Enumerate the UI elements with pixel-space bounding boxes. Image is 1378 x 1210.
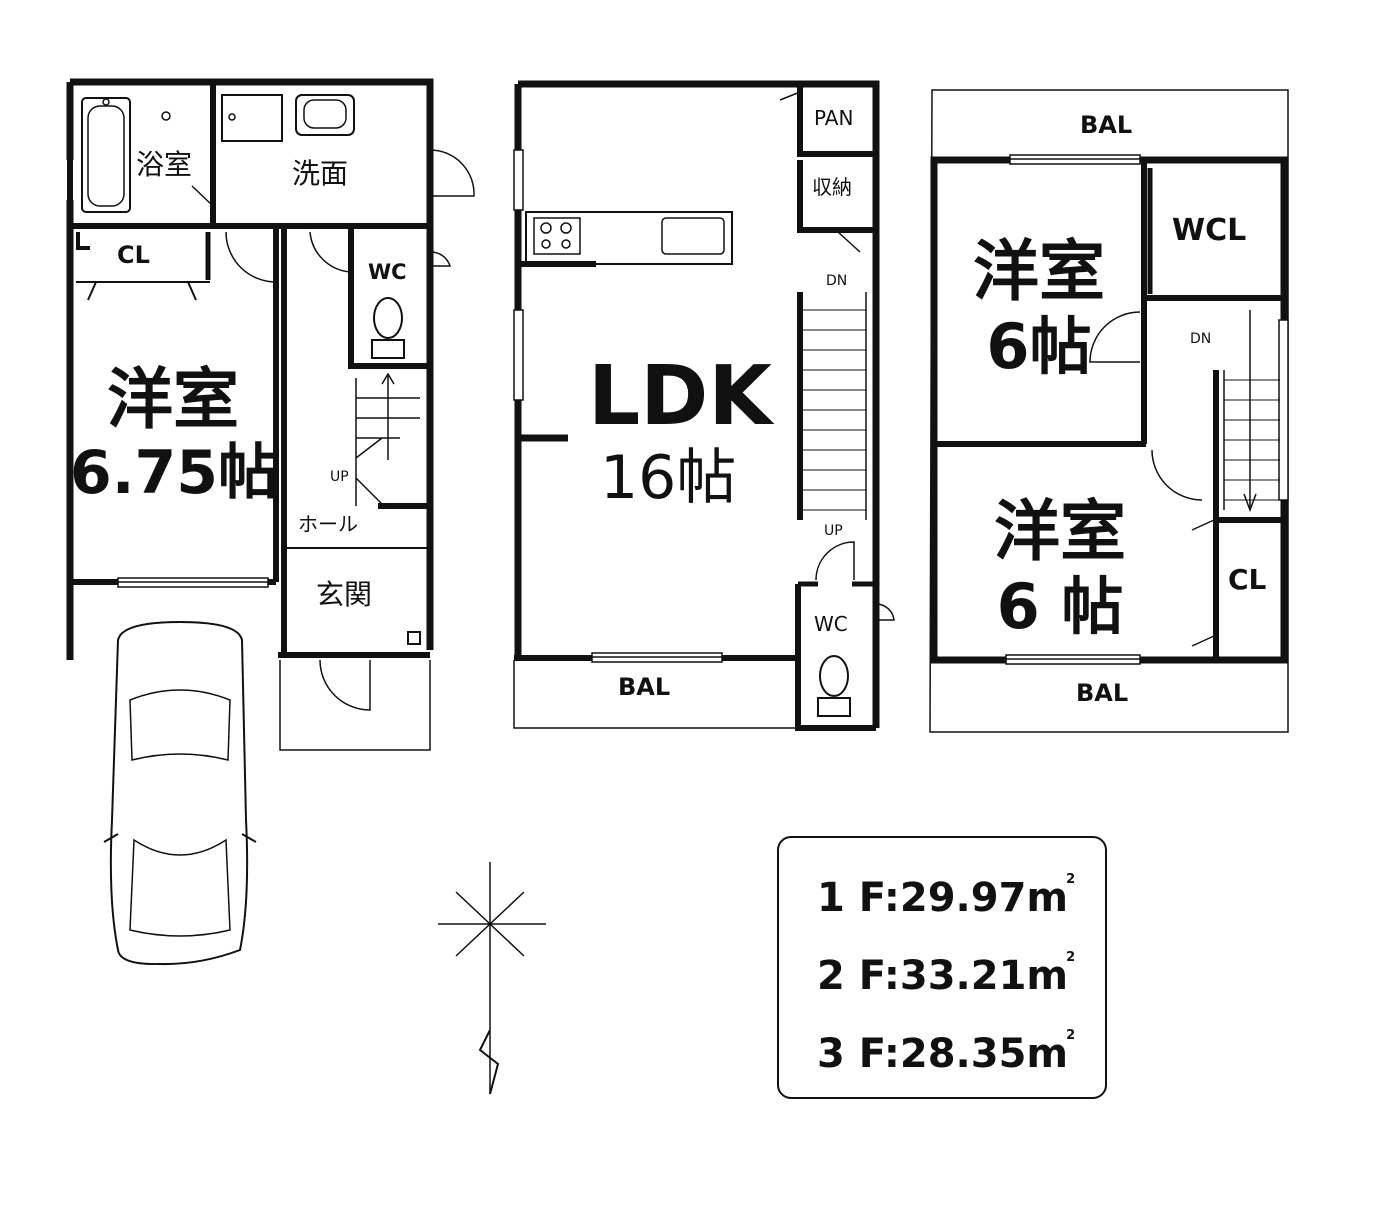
washroom-label: 洗面 — [292, 157, 349, 190]
room-b-size-f3: 6 帖 — [996, 569, 1124, 643]
room-label-f1: 洋室 6.75帖 — [70, 361, 279, 508]
hall-label: ホール — [298, 512, 358, 536]
balcony-bottom-label-f3: BAL — [1076, 679, 1129, 707]
area-unit-sup: 2 — [1066, 1028, 1076, 1043]
room-a-size-f3: 6帖 — [986, 309, 1092, 383]
entrance-label: 玄関 — [316, 578, 373, 611]
closet-label-f1: CL — [117, 241, 150, 269]
room-a-label-f3: 洋室 6帖 — [934, 233, 1144, 383]
area-row-f3: 3 F:28.35m2 — [817, 1028, 1075, 1077]
balcony-top-label-f3: BAL — [1080, 111, 1133, 139]
floor1-plan — [65, 78, 475, 966]
stair-up-label-f1: UP — [330, 469, 349, 485]
room-b-label-f3: 洋室 6 帖 — [950, 493, 1170, 643]
area-unit: m — [1026, 953, 1069, 999]
area-floor: 3 F: — [817, 1031, 900, 1077]
storage-label: 収納 — [812, 175, 852, 199]
stair-down-label-f2: DN — [826, 273, 848, 289]
floor2-plan — [513, 80, 895, 731]
area-row-f2: 2 F:33.21m2 — [817, 950, 1075, 999]
stair-up-label-f2: UP — [824, 523, 843, 539]
bath-label: 浴室 — [136, 148, 193, 181]
room-size-f1: 6.75帖 — [70, 437, 279, 508]
area-floor: 1 F: — [817, 875, 900, 921]
ldk-size-label: 16帖 — [600, 443, 737, 513]
area-floor: 2 F: — [817, 953, 900, 999]
area-unit: m — [1026, 1031, 1069, 1077]
area-value: 28.35 — [899, 1031, 1027, 1077]
wc-label-f2: WC — [814, 612, 848, 636]
area-value: 29.97 — [899, 875, 1027, 921]
walk-in-closet-label: WCL — [1172, 213, 1247, 248]
floor-area-summary: 1 F:29.97m2 2 F:33.21m2 3 F:28.35m2 — [777, 836, 1107, 1099]
room-a-name-f3: 洋室 — [973, 233, 1105, 310]
wc-label-f1: WC — [368, 260, 407, 284]
floor3-plan — [929, 89, 1289, 733]
room-name-f1: 洋室 — [107, 361, 239, 438]
stair-down-label-f3: DN — [1190, 331, 1212, 347]
room-b-name-f3: 洋室 — [994, 493, 1126, 570]
compass-icon — [438, 862, 546, 1095]
area-unit-sup: 2 — [1066, 950, 1076, 965]
area-row-f1: 1 F:29.97m2 — [817, 872, 1075, 921]
ldk-label: LDK — [588, 349, 772, 444]
area-value: 33.21 — [899, 953, 1027, 999]
area-unit: m — [1026, 875, 1069, 921]
area-unit-sup: 2 — [1066, 872, 1076, 887]
balcony-label-f2: BAL — [618, 673, 671, 701]
pantry-label: PAN — [814, 106, 854, 130]
closet-label-f3: CL — [1228, 563, 1267, 596]
